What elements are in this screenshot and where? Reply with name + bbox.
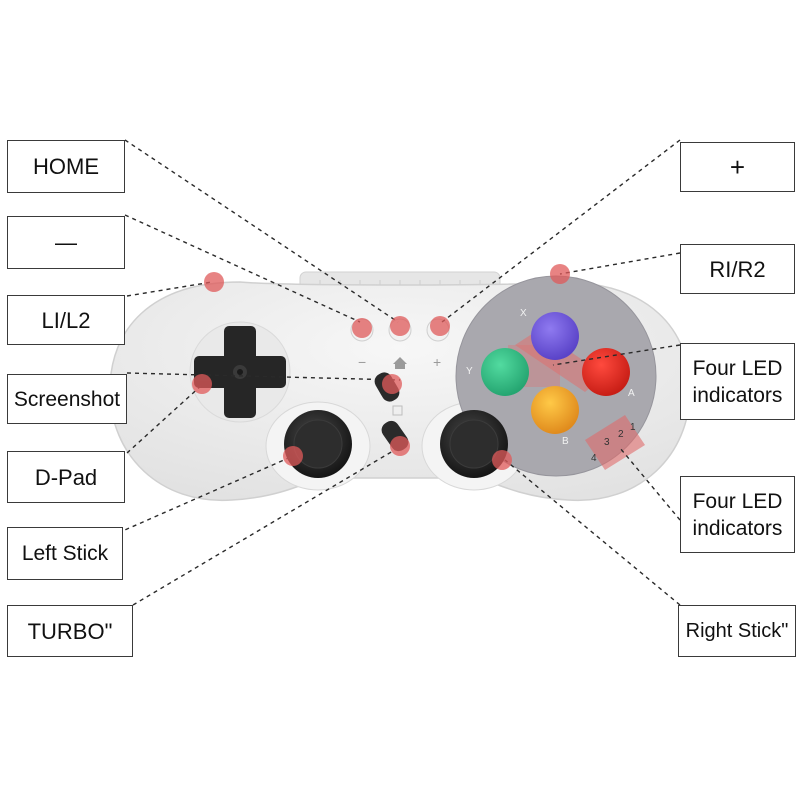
label-screenshot: Screenshot [7, 374, 127, 424]
b-button[interactable] [531, 386, 579, 434]
label-plus-text: + [729, 151, 746, 182]
label-r1-r2: RI/R2 [680, 244, 795, 294]
plus-symbol: + [433, 354, 441, 370]
label-d-pad: D-Pad [7, 451, 125, 503]
label-r1-r2-text: RI/R2 [709, 256, 766, 282]
label-screenshot-text: Screenshot [13, 387, 121, 411]
led-indicator-area [585, 415, 645, 470]
label-led-indicators-bottom: Four LED indicators [680, 476, 795, 553]
highlight-markers [192, 264, 570, 470]
label-minus-text: — [55, 230, 77, 255]
face-button-panel: X Y A B 1 2 3 4 [455, 275, 657, 477]
screenshot-icon [392, 405, 403, 416]
minus-symbol: − [358, 354, 366, 370]
label-d-pad-text: D-Pad [34, 464, 98, 490]
label-turbo: TURBO" [7, 605, 133, 657]
label-led-indicators-top-text: Four LED indicators [692, 356, 783, 407]
led-3: 3 [604, 437, 610, 448]
led-4: 4 [591, 453, 597, 464]
x-button[interactable] [531, 312, 579, 360]
led-2: 2 [618, 429, 624, 440]
label-l1-l2-text: LI/L2 [41, 307, 91, 333]
x-letter: X [520, 308, 527, 319]
left-stick[interactable] [284, 410, 352, 478]
led-1: 1 [630, 422, 636, 433]
label-led-indicators-bottom-text: Four LED indicators [692, 489, 783, 540]
y-button[interactable] [481, 348, 529, 396]
label-right-stick: Right Stick" [678, 605, 796, 657]
dpad[interactable] [189, 321, 291, 423]
b-letter: B [562, 436, 569, 447]
label-left-stick-text: Left Stick [21, 542, 109, 565]
right-stick[interactable] [440, 410, 508, 478]
label-home-text: HOME [33, 154, 99, 179]
label-plus: + [680, 142, 795, 192]
label-minus: — [7, 216, 125, 269]
y-letter: Y [466, 366, 473, 377]
label-l1-l2: LI/L2 [7, 295, 125, 345]
label-home: HOME [7, 140, 125, 193]
a-button[interactable] [582, 348, 630, 396]
label-turbo-text: TURBO" [27, 618, 113, 644]
a-letter: A [628, 388, 635, 399]
label-led-indicators-top: Four LED indicators [680, 343, 795, 420]
label-right-stick-text: Right Stick" [685, 619, 789, 642]
label-left-stick: Left Stick [7, 527, 123, 580]
leader-lines [117, 139, 681, 606]
home-icon [393, 357, 407, 369]
